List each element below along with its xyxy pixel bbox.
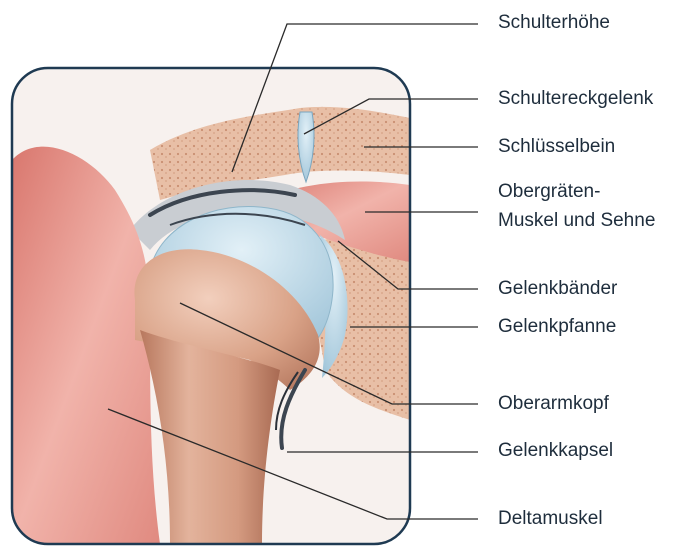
label-obergraeten-line2: Muskel und Sehne: [498, 210, 655, 232]
label-gelenkkapsel: Gelenkkapsel: [498, 440, 613, 462]
label-deltamuskel: Deltamuskel: [498, 508, 603, 530]
label-schultereckgelenk: Schultereckgelenk: [498, 88, 653, 110]
label-schluesselbein: Schlüsselbein: [498, 136, 615, 158]
label-obergraeten-line1: Obergräten-: [498, 181, 600, 203]
label-gelenkbaender: Gelenkbänder: [498, 278, 617, 300]
label-oberarmkopf: Oberarmkopf: [498, 393, 609, 415]
label-gelenkpfanne: Gelenkpfanne: [498, 316, 616, 338]
label-schulterhoehe: Schulterhöhe: [498, 12, 610, 34]
